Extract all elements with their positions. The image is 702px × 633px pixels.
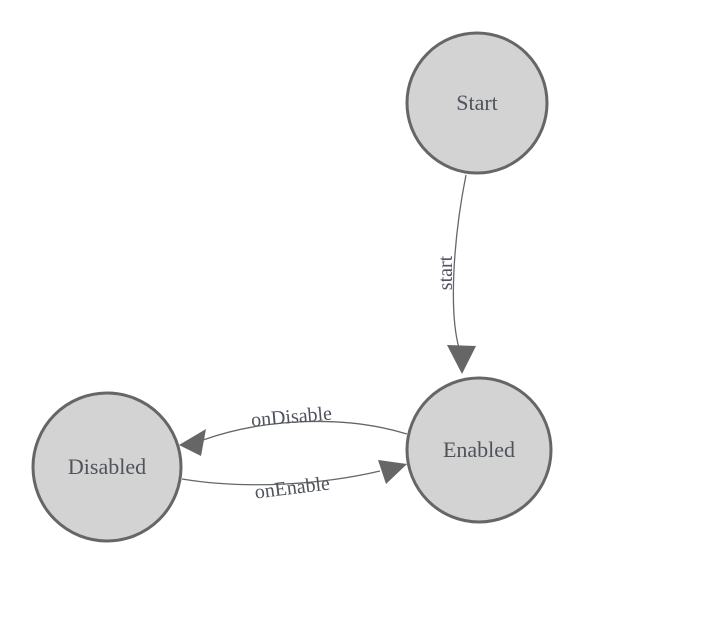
state-node-start[interactable]: Start xyxy=(405,31,549,175)
arrowhead-into-enabled xyxy=(378,460,407,484)
state-node-disabled-label: Disabled xyxy=(68,454,146,479)
edge-start-transition-line xyxy=(452,174,467,349)
edge-on-disable-line xyxy=(202,420,408,441)
edge-on-disable: onDisable xyxy=(179,403,408,456)
edge-label-on-disable: onDisable xyxy=(250,403,333,432)
state-node-disabled-circle[interactable] xyxy=(31,391,183,543)
edge-on-enable-line xyxy=(181,470,381,486)
state-node-disabled[interactable]: Disabled xyxy=(31,391,183,543)
state-node-enabled-circle[interactable] xyxy=(405,376,553,524)
edge-label-on-enable: onEnable xyxy=(253,473,331,504)
state-node-enabled-label: Enabled xyxy=(443,437,515,462)
arrowhead-into-disabled xyxy=(179,429,206,456)
state-node-start-label: Start xyxy=(456,90,498,115)
edge-start-transition: start xyxy=(435,174,476,374)
edge-on-enable: onEnable xyxy=(181,460,407,504)
edge-label-start: start xyxy=(435,255,457,290)
state-node-enabled[interactable]: Enabled xyxy=(405,376,553,524)
state-node-start-circle[interactable] xyxy=(405,31,549,175)
arrowhead-into-enabled-from-start xyxy=(447,345,476,374)
